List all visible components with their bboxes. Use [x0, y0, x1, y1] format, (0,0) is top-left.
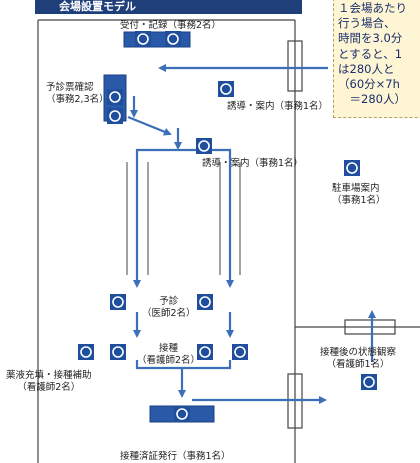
nurse-staff-icon [78, 344, 94, 360]
guide2-staff-icon [196, 138, 212, 154]
assist-staff: （看護師2名） [17, 382, 81, 393]
note-line: は280人と [338, 61, 395, 76]
parking-staff: （事務1名） [332, 195, 386, 206]
prescreen-staff: （事務2,3名） [46, 94, 109, 105]
guide1-staff-icon [218, 81, 234, 97]
parking-label: 駐車場案内 （事務1名） [332, 183, 386, 207]
waiting-lines [126, 162, 241, 275]
reception-staff-icon [165, 31, 181, 47]
capacity-note: １会場あたり 行う場合、 時間を3.0分 とすると、1 は280人と （60分×… [333, 0, 420, 118]
note-line: １会場あたり [338, 1, 407, 15]
certificate-staff-icon [174, 406, 190, 422]
observe-staff: （看護師1名） [326, 359, 390, 370]
observation-door [344, 319, 396, 335]
diagram-title: 会場設置モデル [35, 0, 302, 14]
doctor-staff-icon [197, 294, 213, 310]
nurse-staff-icon [110, 344, 126, 360]
vaccinate-staff: （看護師2名） [137, 355, 201, 366]
building-walls [37, 19, 420, 463]
observer-staff-icon [361, 374, 377, 390]
note-line: ＝280人） [338, 92, 406, 107]
parking-staff-icon [344, 160, 360, 176]
assist-role: 薬液充填・接種補助 [6, 370, 92, 381]
guide1-label: 誘導・案内（事務1名） [227, 101, 329, 112]
doctor-staff-icon [110, 294, 126, 310]
prescreen-label: 予診票確認 （事務2,3名） [46, 82, 109, 106]
reception-label: 受付・記録（事務2名） [120, 20, 222, 31]
certificate-label: 接種済証発行（事務1名） [120, 451, 231, 462]
prescreen-role: 予診票確認 [46, 82, 94, 93]
vaccinate-label: 接種 （看護師2名） [137, 343, 200, 367]
observe-label: 接種後の状態観察 （看護師1名） [320, 347, 396, 371]
nurse-staff-icon [197, 344, 213, 360]
entrance-door [287, 40, 303, 92]
guide2-label: 誘導・案内（事務1名） [202, 158, 304, 169]
note-line: とすると、1 [338, 46, 403, 61]
flow-arrows [127, 64, 376, 404]
vaccinate-role: 接種 [159, 343, 179, 354]
observe-role: 接種後の状態観察 [320, 347, 397, 358]
staff-icons [78, 31, 377, 422]
prescreen-staff-icon [107, 108, 123, 124]
consult-staff: （医師2名） [142, 308, 196, 319]
consult-label: 予診 （医師2名） [142, 296, 196, 320]
note-line: 行う場合、 [338, 16, 396, 31]
parking-role: 駐車場案内 [332, 183, 380, 194]
reception-staff-icon [135, 31, 151, 47]
assist-label: 薬液充填・接種補助 （看護師2名） [6, 370, 92, 394]
nurse-staff-icon [232, 344, 248, 360]
consult-role: 予診 [159, 296, 179, 307]
prescreen-staff-icon [107, 89, 123, 105]
note-line: 時間を3.0分 [338, 31, 403, 46]
note-line: （60分×7h [338, 77, 400, 92]
